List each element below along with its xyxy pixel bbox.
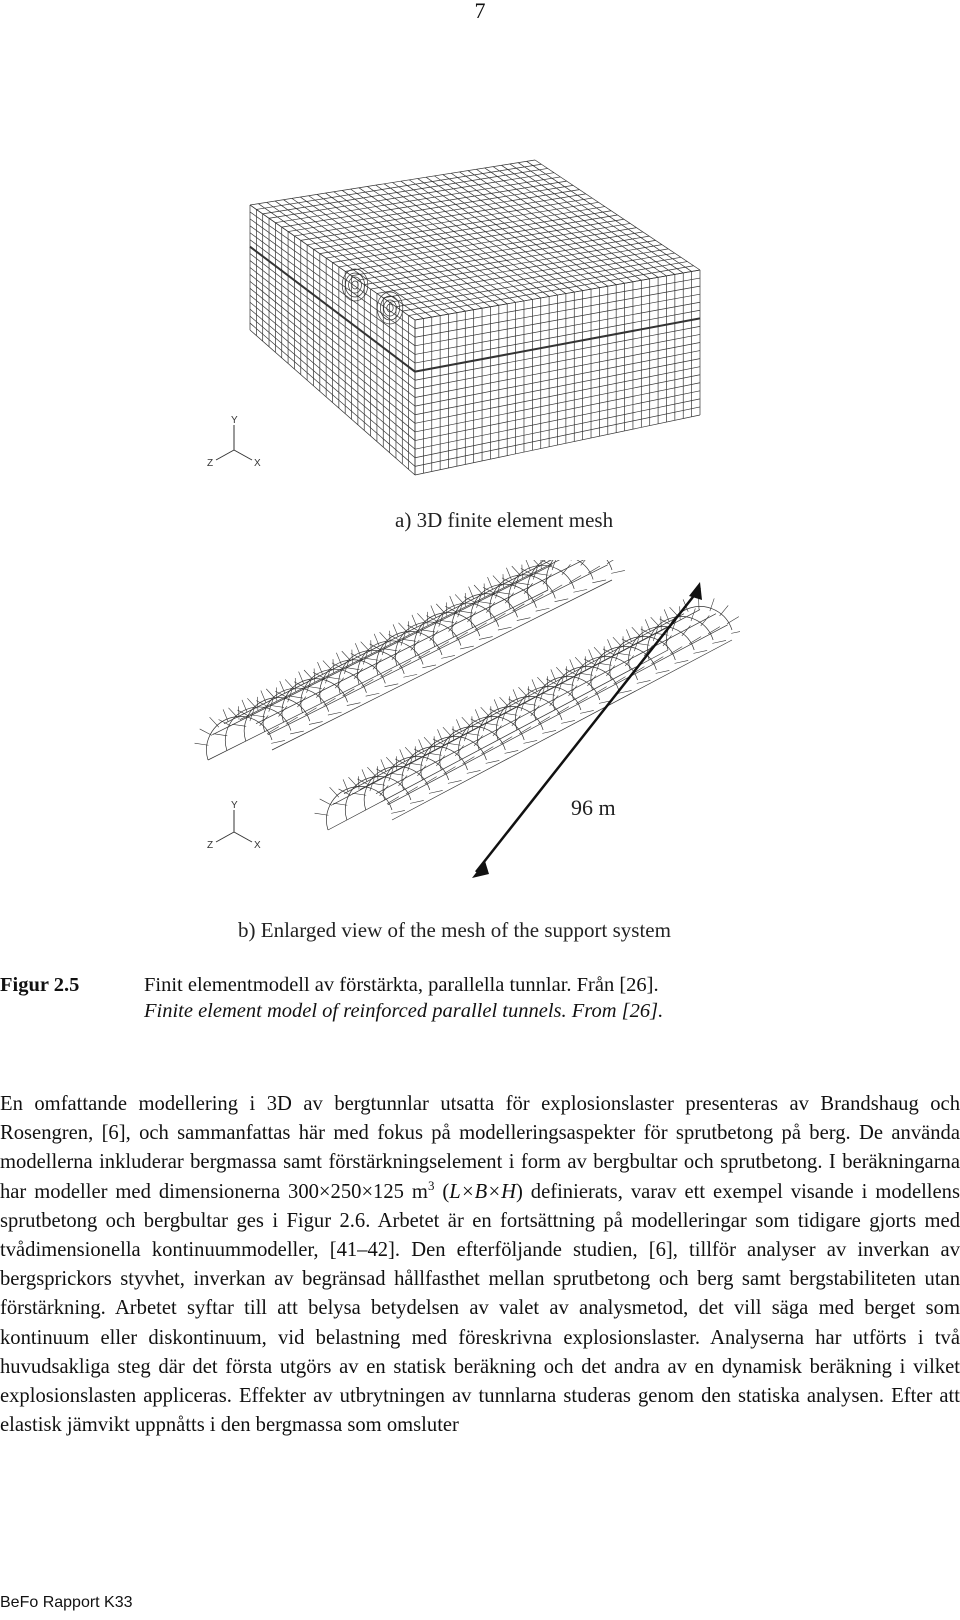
axis-triad-b: Y X Z (207, 800, 261, 851)
tunnel-support-figure: Y X Z (194, 560, 740, 878)
subfigure-b-label: b) Enlarged view of the mesh of the supp… (238, 918, 671, 942)
subfigure-a-label: a) 3D finite element mesh (395, 508, 614, 532)
svg-text:X: X (254, 458, 261, 469)
svg-text:Y: Y (231, 800, 238, 811)
axis-triad-a: Y X Z (207, 415, 261, 469)
caption-english: Finite element model of reinforced paral… (144, 1000, 664, 1022)
caption-swedish: Finit elementmodell av förstärkta, paral… (144, 974, 659, 996)
svg-text:Z: Z (207, 458, 213, 469)
page-footer: BeFo Rapport K33 (0, 1594, 133, 1611)
svg-text:Z: Z (207, 840, 213, 851)
dimension-arrow (472, 582, 702, 878)
svg-text:Y: Y (231, 415, 238, 426)
body-paragraph: En omfattande modellering i 3D av bergtu… (0, 1093, 960, 1437)
caption-label: Figur 2.5 (0, 974, 80, 996)
page-number: 7 (474, 0, 486, 23)
dimension-label: 96 m (571, 795, 616, 820)
svg-text:X: X (254, 840, 261, 851)
mesh-3d-figure: Y X Z (207, 159, 701, 476)
